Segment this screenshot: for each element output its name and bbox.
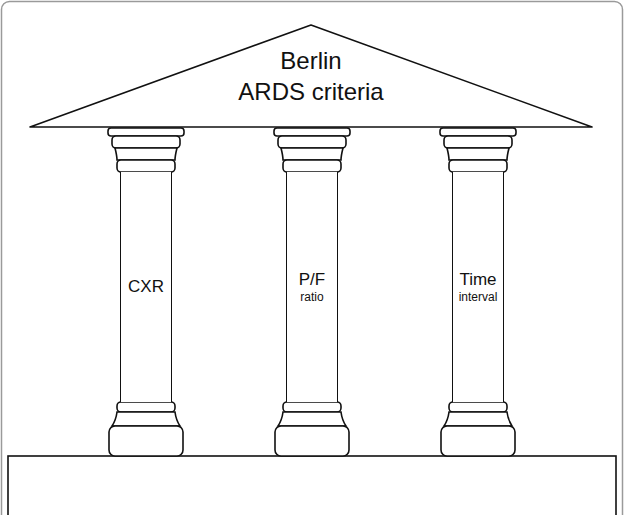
pillar: CXR xyxy=(120,172,172,402)
pillar-label: P/F xyxy=(299,270,325,290)
plinth xyxy=(8,456,616,515)
pillar-sublabel: ratio xyxy=(300,290,323,304)
capital-slab xyxy=(108,128,184,136)
base-ring xyxy=(449,402,507,412)
capital-neck xyxy=(115,148,177,160)
base-flare xyxy=(112,412,180,426)
pediment: BerlinARDS criteria xyxy=(30,25,592,127)
column-ornament xyxy=(440,128,516,456)
pediment-title: Berlin xyxy=(280,45,341,76)
capital-ring xyxy=(283,160,341,172)
pediment-triangle xyxy=(30,25,592,127)
pillar: Timeinterval xyxy=(452,172,504,402)
capital-echinus xyxy=(444,136,512,148)
pillar-sublabel: interval xyxy=(459,290,498,304)
base-torus xyxy=(275,426,349,456)
base-torus xyxy=(109,426,183,456)
pillar-label: CXR xyxy=(128,277,164,297)
capital-neck xyxy=(447,148,509,160)
base-flare xyxy=(444,412,512,426)
pillar-label: Time xyxy=(459,270,496,290)
capital-slab xyxy=(274,128,350,136)
capital-slab xyxy=(440,128,516,136)
column-ornament xyxy=(274,128,350,456)
pediment-outline xyxy=(30,25,592,127)
base-flare xyxy=(278,412,346,426)
capital-ring xyxy=(449,160,507,172)
pillar: P/Fratio xyxy=(286,172,338,402)
capital-echinus xyxy=(112,136,180,148)
pediment-title: ARDS criteria xyxy=(238,76,383,107)
capital-neck xyxy=(281,148,343,160)
column-parts xyxy=(108,128,516,456)
base-ring xyxy=(283,402,341,412)
base-ring xyxy=(117,402,175,412)
capital-ring xyxy=(117,160,175,172)
column-ornament xyxy=(108,128,184,456)
pediment-text-group: BerlinARDS criteria xyxy=(30,45,592,107)
capital-echinus xyxy=(278,136,346,148)
base-torus xyxy=(441,426,515,456)
